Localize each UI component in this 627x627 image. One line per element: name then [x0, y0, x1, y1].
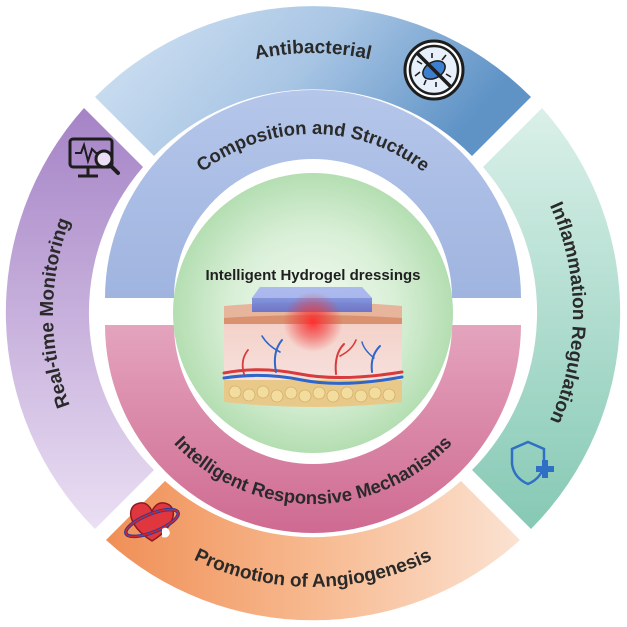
angiogenesis-segment: [106, 481, 520, 621]
skin-illustration: [222, 287, 404, 407]
monitor-magnifier-icon: [68, 137, 120, 178]
shield-plus-icon: [510, 440, 554, 486]
composition-structure-segment: [105, 90, 521, 298]
heart-vessel-icon: [124, 502, 180, 542]
monitoring-segment: [5, 108, 154, 529]
center-title: Intelligent Hydrogel dressings: [205, 267, 420, 284]
bacteria-prohibited-icon: [403, 39, 465, 101]
responsive-mechanisms-segment: [105, 325, 521, 533]
inflammation-segment: [472, 108, 621, 529]
